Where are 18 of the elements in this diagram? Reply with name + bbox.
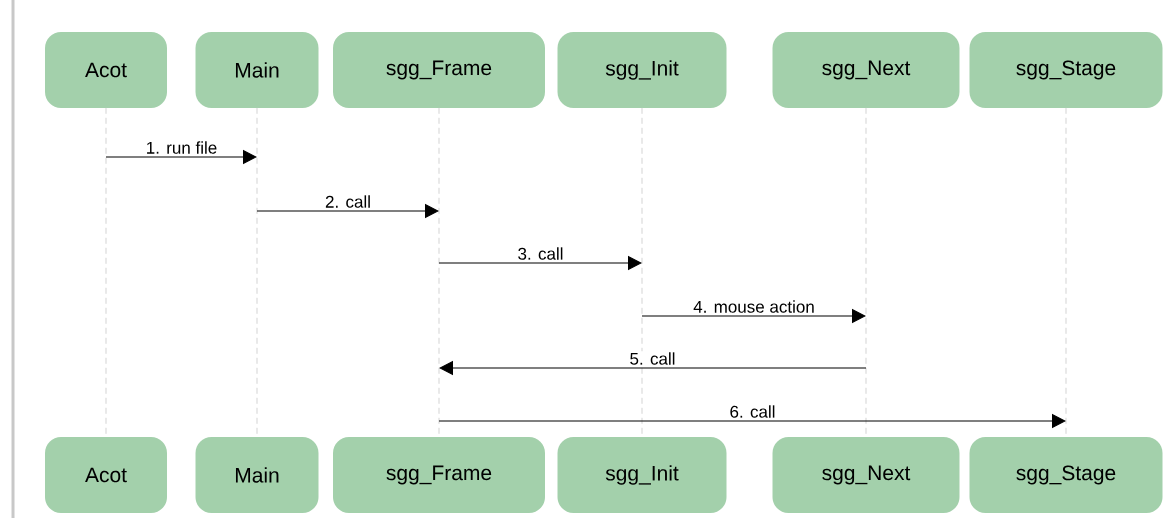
edge-label: 4. mouse action — [692, 299, 816, 314]
participant-box: Main — [195, 437, 319, 513]
edge-label: 6. call — [728, 404, 777, 419]
participant-box: sgg_Next — [772, 32, 960, 108]
participant-box: Acot — [45, 32, 167, 108]
participant-box: sgg_Init — [557, 437, 727, 513]
edge-label: 2. call — [324, 194, 372, 209]
participant-box: sgg_Stage — [969, 437, 1163, 513]
participant-box: Acot — [45, 437, 167, 513]
participant-box: sgg_Init — [557, 32, 727, 108]
edge-label: 5. call — [628, 351, 677, 366]
edge-label: 3. call — [516, 246, 565, 261]
participant-box: sgg_Frame — [333, 437, 545, 513]
participant-box: sgg_Stage — [969, 32, 1163, 108]
participant-box: Main — [195, 32, 319, 108]
participant-box: sgg_Frame — [333, 32, 545, 108]
edge-label: 1. run file — [144, 140, 219, 155]
participant-box: sgg_Next — [772, 437, 960, 513]
